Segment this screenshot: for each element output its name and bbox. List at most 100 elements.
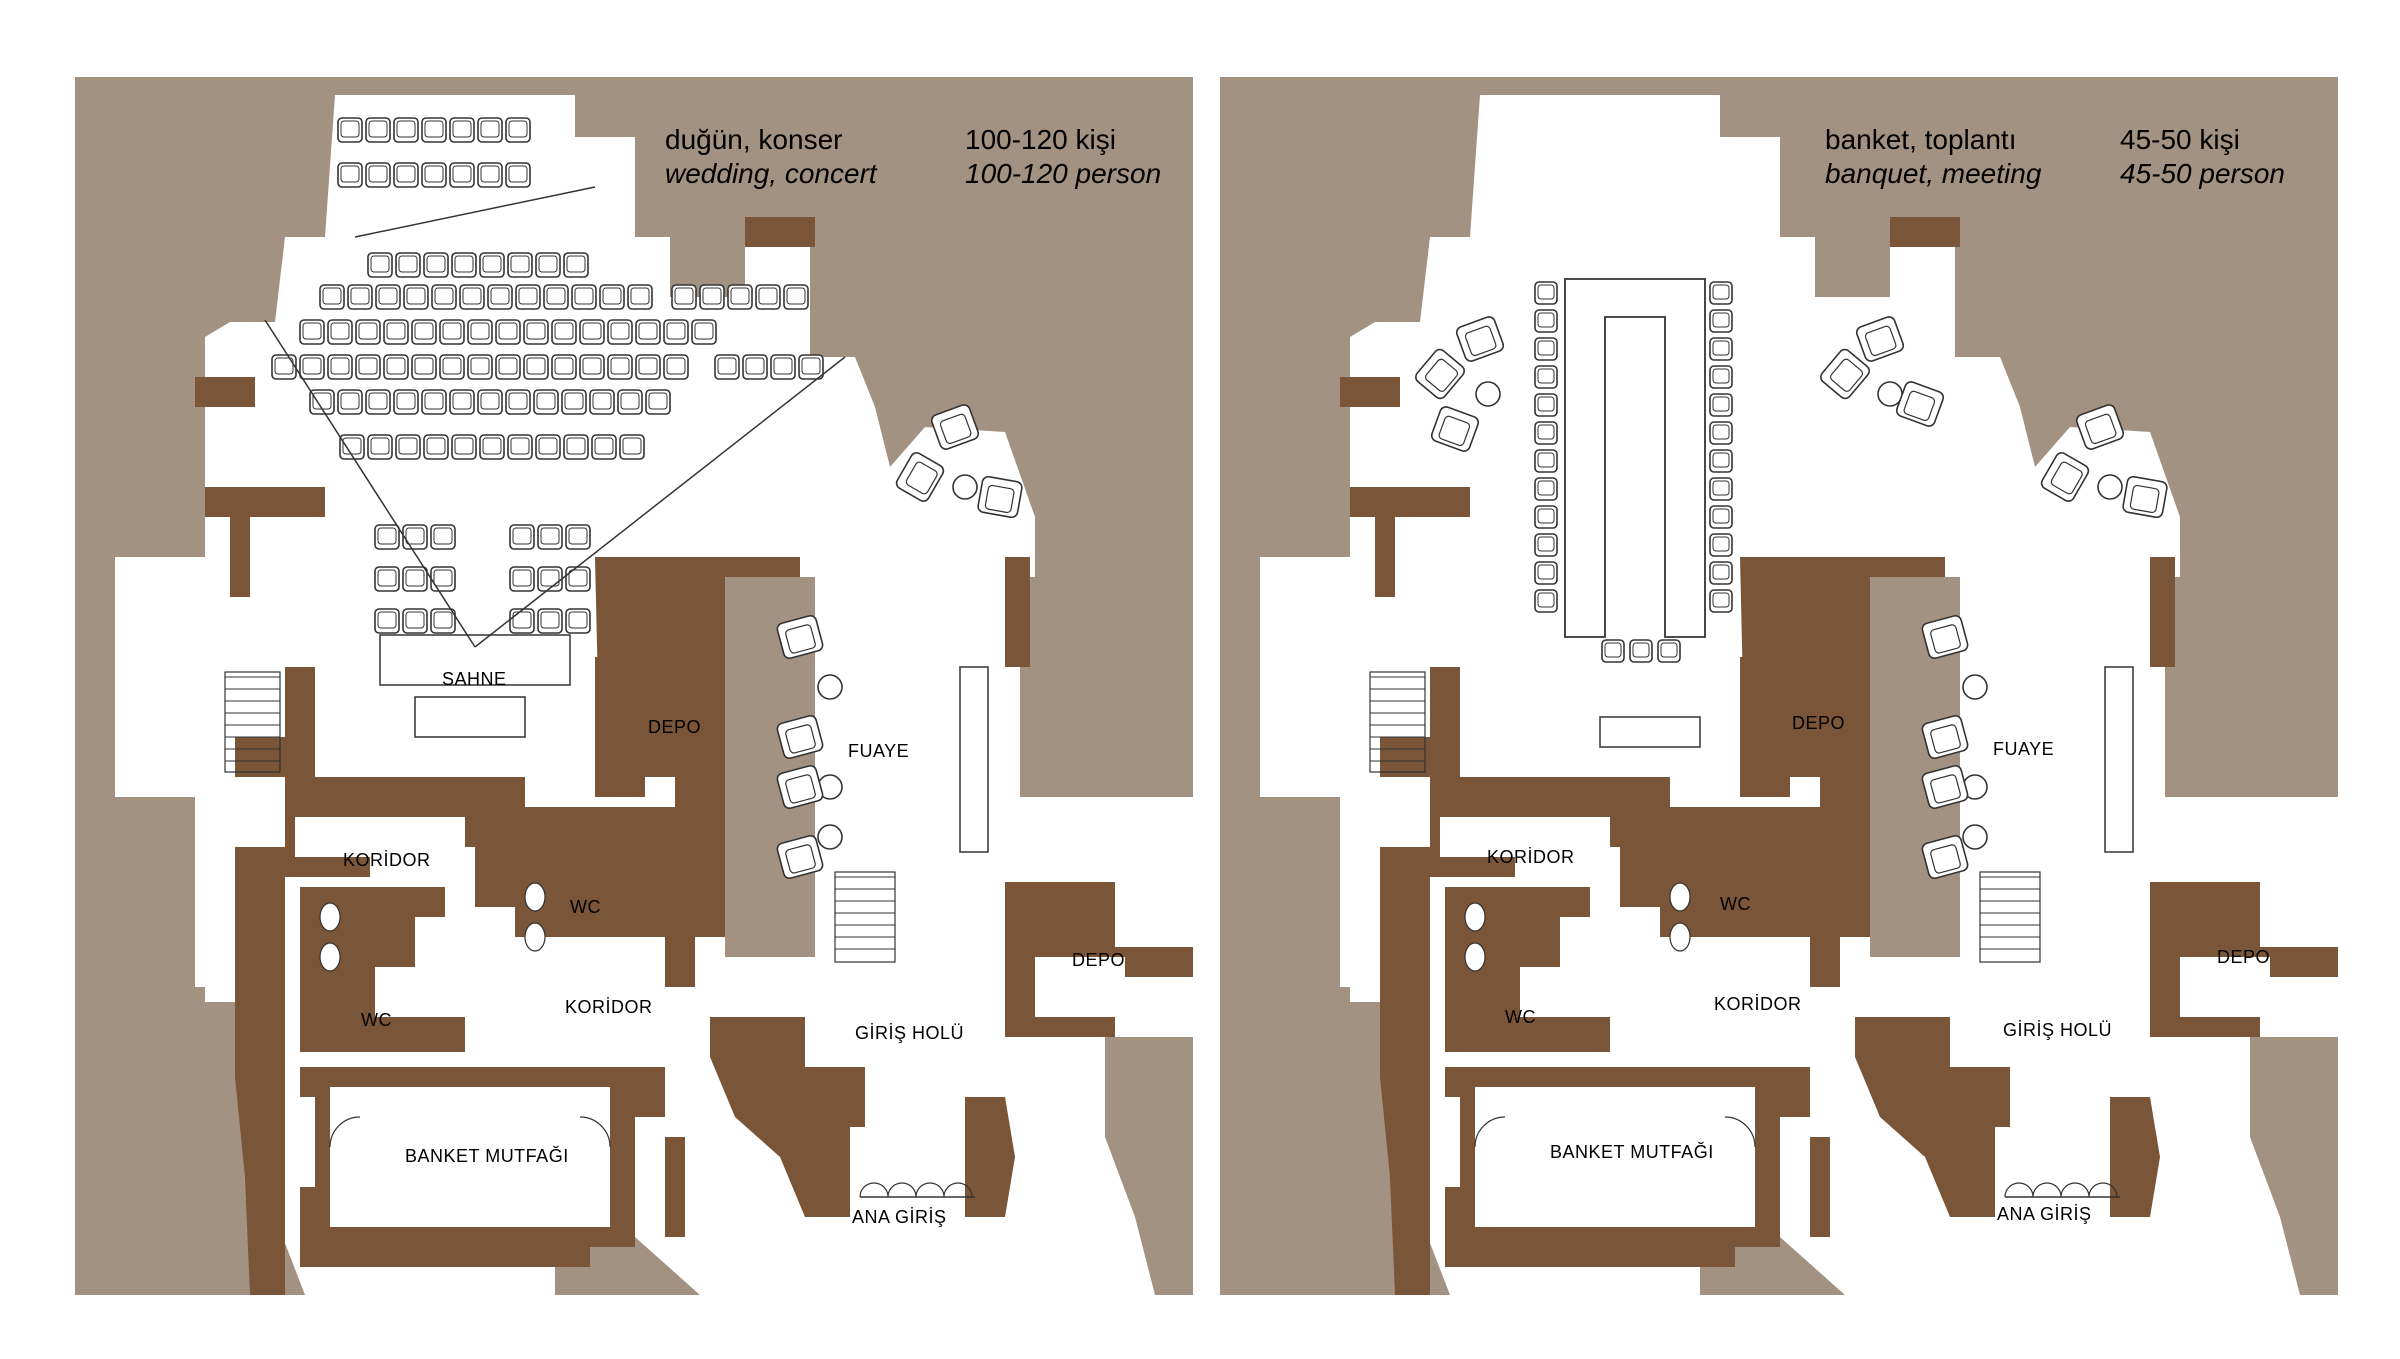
chair [423,434,449,460]
chair [411,319,437,345]
chair [1534,533,1558,557]
chair [599,284,625,310]
chair [1709,589,1733,613]
armchair [1820,348,1870,400]
chair [365,117,391,143]
building-base [1260,95,2338,1295]
chair [533,389,559,415]
toilet [1464,902,1486,932]
chair [1709,281,1733,305]
chair [309,389,335,415]
room-label-wc-bottom: WC [361,1010,392,1030]
chair [515,284,541,310]
depo-room-floor [1035,957,1125,1017]
chair [523,319,549,345]
wall-mass [595,657,645,797]
stage [379,634,571,686]
chair [742,354,768,380]
side-table [817,824,843,850]
armchair [776,834,824,880]
toilet [524,882,546,912]
wall-mass [1445,887,1610,1052]
chair [299,354,325,380]
chair [374,608,400,634]
chair [402,524,428,550]
wall-mass [195,377,255,407]
wall-mass [300,887,465,1052]
chair [449,162,475,188]
chair [537,608,563,634]
chair [495,319,521,345]
chair [395,434,421,460]
armchair [2040,452,2090,502]
armchair [776,764,824,810]
chair [551,319,577,345]
chair [565,608,591,634]
room-label-sahne: SAHNE [442,669,507,689]
chair [327,319,353,345]
chair [367,252,393,278]
chair [355,354,381,380]
chair [423,252,449,278]
stairs [834,871,896,963]
chair [477,117,503,143]
armchair [1921,714,1969,760]
depo-room-floor [2180,957,2270,1017]
room-label-banket-mutfagi: BANKET MUTFAĞI [1550,1142,1714,1162]
room-label-koridor-bottom: KORİDOR [565,997,653,1017]
side-table [1962,824,1988,850]
room-label-koridor-top: KORİDOR [1487,847,1575,867]
chair [337,117,363,143]
wall-mass [1380,737,1440,777]
chair [431,284,457,310]
chair [1709,533,1733,557]
chair [1534,421,1558,445]
chair [271,354,297,380]
chair [459,284,485,310]
chair [1709,505,1733,529]
room-label-koridor-top: KORİDOR [343,850,431,870]
chair [507,434,533,460]
toilet [524,922,546,952]
stage-platform [1599,716,1701,748]
chair [487,284,513,310]
chair [770,354,796,380]
event-type-tr: duğün, konser [665,124,843,155]
chair [714,354,740,380]
chair [347,284,373,310]
chair [1534,561,1558,585]
chair [403,284,429,310]
chair [607,319,633,345]
chair [451,252,477,278]
chair [535,434,561,460]
chair [607,354,633,380]
chair [495,354,521,380]
chair [449,389,475,415]
chair [505,389,531,415]
kitchen-floor [330,1087,610,1227]
chair [393,117,419,143]
chair [430,524,456,550]
room-label-depo-inner: DEPO [1792,713,1846,733]
side-table [2097,474,2123,500]
armchair [776,714,824,760]
chair [421,117,447,143]
chair [365,162,391,188]
chair [479,252,505,278]
wall-mass [285,777,525,877]
armchair [1921,834,1969,880]
chair [505,162,531,188]
room-label-wc-top: WC [1720,894,1751,914]
foyer-counter [959,666,989,853]
floor-plan-wedding-concert: duğün, konser wedding, concert 100-120 k… [75,77,1193,1295]
chair [1709,309,1733,333]
armchair [2122,475,2168,519]
armchair [895,452,945,502]
chair [627,284,653,310]
chair [1534,309,1558,333]
seating-layout [1415,278,1945,748]
armchair [2075,404,2125,450]
wall-mass [235,847,285,1295]
chair [571,284,597,310]
chair [374,566,400,592]
